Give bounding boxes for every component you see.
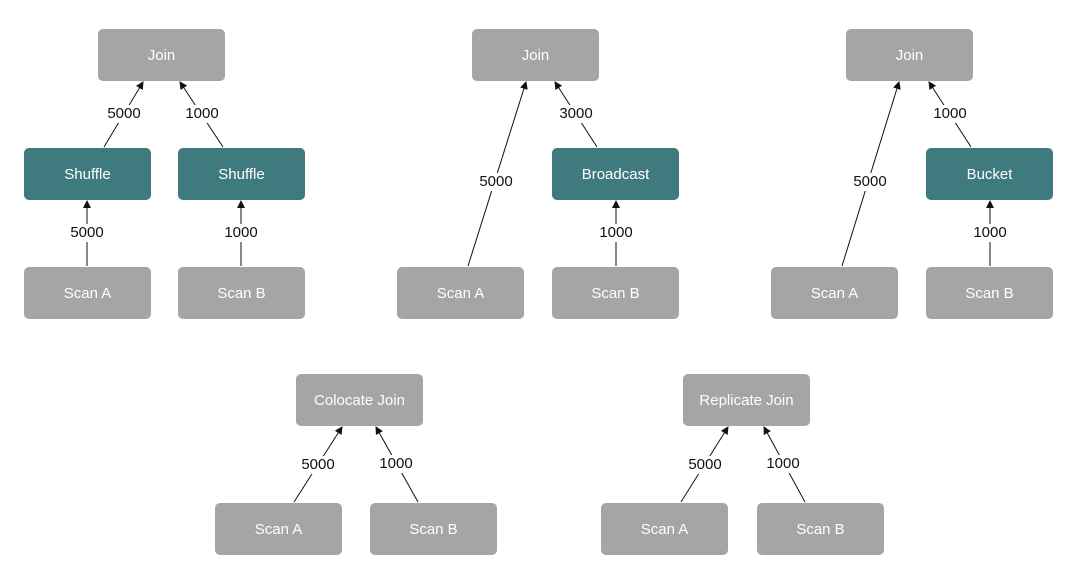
edge-label: 5000	[299, 456, 337, 474]
join-node: Join	[98, 29, 225, 81]
edge-label: 5000	[105, 105, 143, 123]
edge-label: 1000	[377, 455, 415, 473]
scan-a-node: Scan A	[397, 267, 524, 319]
scan-a-node: Scan A	[215, 503, 342, 555]
join-node: Join	[846, 29, 973, 81]
edge-label: 1000	[597, 224, 635, 242]
scan-b-node: Scan B	[370, 503, 497, 555]
broadcast-node: Broadcast	[552, 148, 679, 200]
scan-b-node: Scan B	[552, 267, 679, 319]
bucket-node: Bucket	[926, 148, 1053, 200]
shuffle-node-left: Shuffle	[24, 148, 151, 200]
edge-label: 1000	[971, 224, 1009, 242]
scan-a-node: Scan A	[24, 267, 151, 319]
edge-label: 1000	[183, 105, 221, 123]
edge-label: 5000	[68, 224, 106, 242]
scan-a-node: Scan A	[601, 503, 728, 555]
edge-label: 1000	[222, 224, 260, 242]
shuffle-node-right: Shuffle	[178, 148, 305, 200]
edge-label: 5000	[686, 456, 724, 474]
edge-label: 1000	[764, 455, 802, 473]
scan-b-node: Scan B	[757, 503, 884, 555]
edge-label: 1000	[931, 105, 969, 123]
scan-a-node: Scan A	[771, 267, 898, 319]
edge-label: 5000	[477, 173, 515, 191]
replicate-join-node: Replicate Join	[683, 374, 810, 426]
join-node: Join	[472, 29, 599, 81]
edge-label: 3000	[557, 105, 595, 123]
scan-b-node: Scan B	[926, 267, 1053, 319]
edge-label: 5000	[851, 173, 889, 191]
colocate-join-node: Colocate Join	[296, 374, 423, 426]
scan-b-node: Scan B	[178, 267, 305, 319]
